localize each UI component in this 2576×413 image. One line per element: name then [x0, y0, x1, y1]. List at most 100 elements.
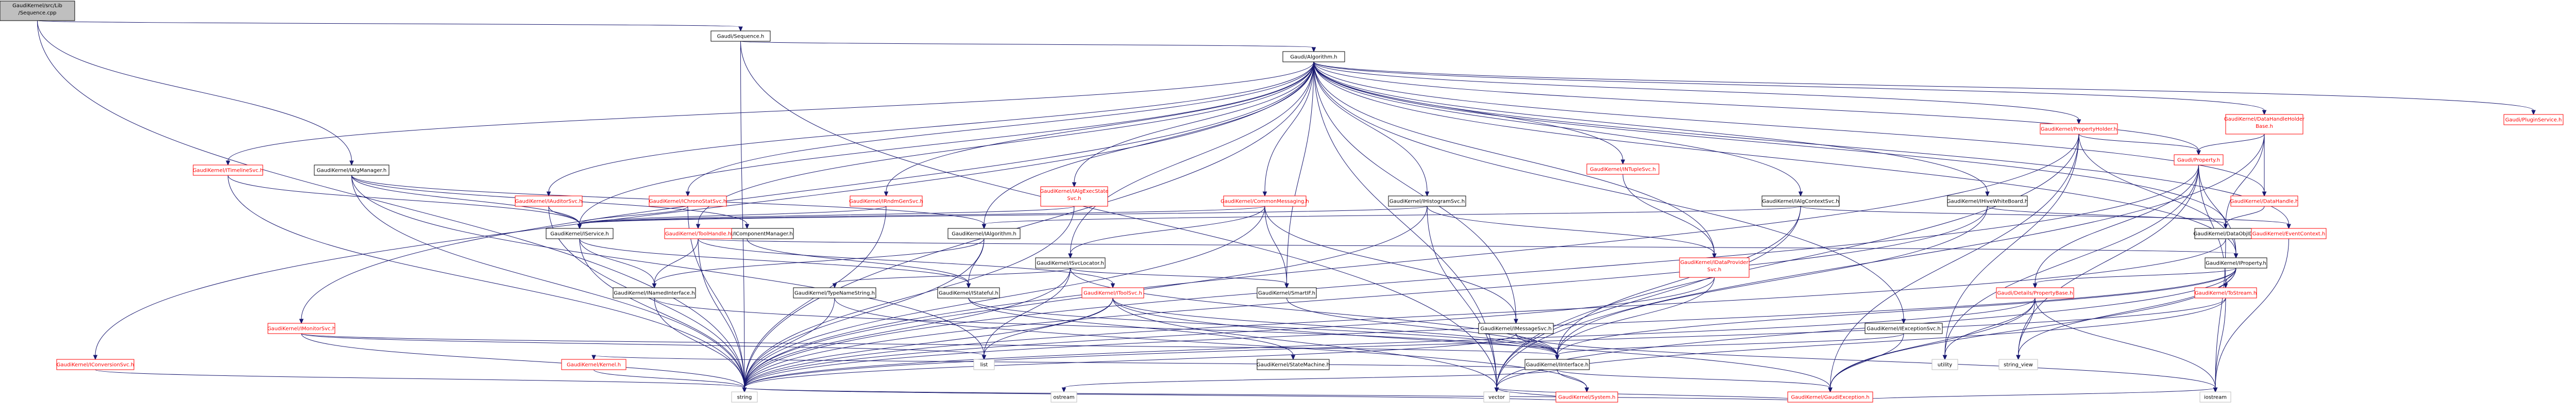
- edge-root-to-seq: [37, 20, 743, 32]
- node-iostream[interactable]: iostream: [2199, 391, 2231, 403]
- node-ialgorithm[interactable]: GaudiKernel/IAlgorithm.h: [947, 228, 1021, 239]
- node-label: GaudiKernel/IDataProvider: [1680, 260, 1749, 266]
- node-algo[interactable]: Gaudi/Algorithm.h: [1282, 51, 1345, 62]
- node-seq[interactable]: Gaudi/Sequence.h: [710, 30, 771, 42]
- edge-iservice-to-inamed: [579, 238, 657, 289]
- node-utility[interactable]: utility: [1931, 359, 1958, 370]
- node-itoolsvc[interactable]: GaudiKernel/IToolSvc.h: [1081, 287, 1144, 299]
- node-ialgcontext[interactable]: GaudiKernel/IAlgContextSvc.h: [1761, 195, 1840, 207]
- edge-imonitorsvc-to-list: [301, 333, 987, 360]
- edge-eventcontext-to-iostream: [2213, 238, 2289, 393]
- node-label: GaudiKernel/EventContext.h: [2252, 232, 2325, 237]
- node-icommonmsg[interactable]: GaudiKernel/CommonMessaging.h: [1221, 195, 1309, 207]
- edge-algo-to-imonitorsvc: [299, 61, 1314, 324]
- node-propholder[interactable]: GaudiKernel/PropertyHolder.h: [2040, 123, 2118, 135]
- edge-algo-to-ihistosvc: [1313, 61, 1430, 197]
- node-iproperty[interactable]: GaudiKernel/IProperty.h: [2205, 257, 2267, 269]
- node-label: Svc.h: [1067, 196, 1081, 202]
- node-label: list: [980, 362, 988, 368]
- node-label: GaudiKernel/SmartIF.h: [1258, 291, 1315, 296]
- node-irndmgen[interactable]: GaudiKernel/IRndmGenSvc.h: [849, 195, 923, 207]
- node-intuplesvc[interactable]: GaudiKernel/INTupleSvc.h: [1586, 163, 1659, 175]
- node-imonitorsvc[interactable]: GaudiKernel/IMonitorSvc.h: [267, 323, 335, 334]
- node-imessagesvc[interactable]: GaudiKernel/IMessageSvc.h: [1478, 323, 1554, 334]
- node-stringview[interactable]: string_view: [1998, 359, 2038, 370]
- node-label: GaudiKernel/INTupleSvc.h: [1590, 167, 1656, 173]
- edge-itoolsvc-to-list: [981, 298, 1113, 360]
- node-iconvsvc[interactable]: GaudiKernel/IConversionSvc.h: [56, 359, 134, 370]
- node-iauditorsvc[interactable]: GaudiKernel/IAuditorSvc.h: [515, 195, 583, 207]
- node-tostream[interactable]: GaudiKernel/ToStream.h: [2194, 287, 2257, 299]
- node-property[interactable]: Gaudi/Property.h: [2174, 154, 2224, 166]
- edge-algo-to-datahandleholder: [1313, 61, 2267, 115]
- node-ichronostat[interactable]: GaudiKernel/IChronoStatSvc.h: [649, 195, 727, 207]
- node-inamed[interactable]: GaudiKernel/INamedInterface.h: [613, 287, 696, 299]
- node-toolhandle[interactable]: GaudiKernel/ToolHandle.h: [664, 228, 732, 239]
- edge-algo-to-icommonmsg: [1262, 61, 1314, 197]
- node-label: string_view: [2004, 362, 2033, 368]
- node-datahandle[interactable]: GaudiKernel/DataHandle.h: [2230, 195, 2299, 207]
- node-isvclocator[interactable]: GaudiKernel/ISvcLocator.h: [1035, 257, 1106, 269]
- edge-iinterface-to-gaudiexc: [1557, 369, 1833, 393]
- edge-seq-to-algo: [740, 41, 1316, 53]
- node-kernel[interactable]: GaudiKernel/Kernel.h: [561, 359, 626, 370]
- node-statemachine[interactable]: GaudiKernel/StateMachine.h: [1257, 359, 1330, 370]
- node-label: GaudiKernel/IAlgContextSvc.h: [1762, 199, 1839, 205]
- node-iinterface[interactable]: GaudiKernel/IInterface.h: [1524, 359, 1590, 370]
- edge-algo-to-iproperty: [1313, 61, 2239, 259]
- edge-datahandle-to-dataobjid: [2223, 206, 2265, 229]
- edge-property-to-tostream: [2198, 164, 2228, 289]
- edge-iproperty-to-propbase: [2032, 268, 2236, 289]
- edge-datahandleholder-to-property: [2196, 134, 2265, 156]
- node-ihistosvc[interactable]: GaudiKernel/IHistogramSvc.h: [1388, 195, 1466, 207]
- node-label: GaudiKernel/IMessageSvc.h: [1480, 326, 1551, 332]
- node-label: GaudiKernel/ToolHandle.h: [665, 232, 731, 237]
- edge-istateful-to-statemachine: [968, 298, 1296, 360]
- node-label: Gaudi/PluginService.h: [2505, 118, 2562, 123]
- node-propbase[interactable]: Gaudi/Details/PropertyBase.h: [1996, 287, 2074, 299]
- node-label: utility: [1938, 362, 1953, 368]
- node-typename[interactable]: GaudiKernel/TypeNameString.h: [793, 287, 876, 299]
- node-pluginsvc[interactable]: Gaudi/PluginService.h: [2503, 114, 2564, 125]
- node-label: GaudiKernel/DataHandle.h: [2230, 199, 2299, 205]
- node-list[interactable]: list: [973, 359, 995, 370]
- node-string[interactable]: string: [731, 391, 758, 403]
- node-dataobjid[interactable]: GaudiKernel/DataObjID.h: [2193, 228, 2258, 239]
- node-label: GaudiKernel/IAuditorSvc.h: [515, 199, 583, 205]
- node-label: GaudiKernel/INamedInterface.h: [614, 291, 694, 296]
- edge-propbase-to-stringview: [2016, 298, 2036, 360]
- edge-algo-to-imessagesvc: [1313, 61, 1518, 324]
- edge-algo-to-pluginsvc: [1313, 61, 2536, 115]
- node-istateful[interactable]: GaudiKernel/IStateful.h: [937, 287, 1000, 299]
- edge-algo-to-ialgexec: [1072, 61, 1314, 188]
- edge-property-to-propbase: [2032, 164, 2199, 289]
- node-label: GaudiKernel/IAlgExecState: [1040, 189, 1108, 194]
- edge-itoolsvc-to-vector: [1112, 298, 1499, 393]
- node-itimelinesvc[interactable]: GaudiKernel/ITimelineSvc.h: [193, 164, 263, 176]
- node-eventcontext[interactable]: GaudiKernel/EventContext.h: [2251, 228, 2327, 239]
- edge-itimelinesvc-to-string: [228, 175, 747, 393]
- node-smartif[interactable]: GaudiKernel/SmartIF.h: [1257, 287, 1317, 299]
- node-ihivewb[interactable]: GaudiKernel/IHiveWhiteBoard.h: [1947, 195, 2028, 207]
- node-gaudiexc[interactable]: GaudiKernel/GaudiException.h: [1787, 391, 1873, 403]
- edge-idataprovider-to-string: [742, 277, 1715, 393]
- node-iservice[interactable]: GaudiKernel/IService.h: [546, 228, 614, 239]
- edge-algo-to-propholder: [1313, 61, 2081, 125]
- node-label: GaudiKernel/Kernel.h: [567, 362, 621, 368]
- node-iexcsvc[interactable]: GaudiKernel/IExceptionSvc.h: [1865, 323, 1943, 334]
- edge-isvclocator-to-string: [742, 268, 1071, 393]
- node-label: GaudiKernel/GaudiException.h: [1791, 395, 1869, 401]
- edge-ialgcontext-to-ialgorithm: [981, 206, 1801, 229]
- node-system[interactable]: GaudiKernel/System.h: [1555, 391, 1618, 403]
- node-label: ostream: [1053, 395, 1074, 401]
- node-ialgmgr[interactable]: GaudiKernel/IAlgManager.h: [314, 164, 389, 176]
- graph-edges: [37, 20, 2536, 403]
- node-label: Svc.h: [1707, 267, 1721, 273]
- node-vector[interactable]: vector: [1483, 391, 1510, 403]
- edge-iauditorsvc-to-iservice: [548, 206, 582, 229]
- node-ostream[interactable]: ostream: [1050, 391, 1077, 403]
- edge-isvclocator-to-typename: [832, 268, 1071, 289]
